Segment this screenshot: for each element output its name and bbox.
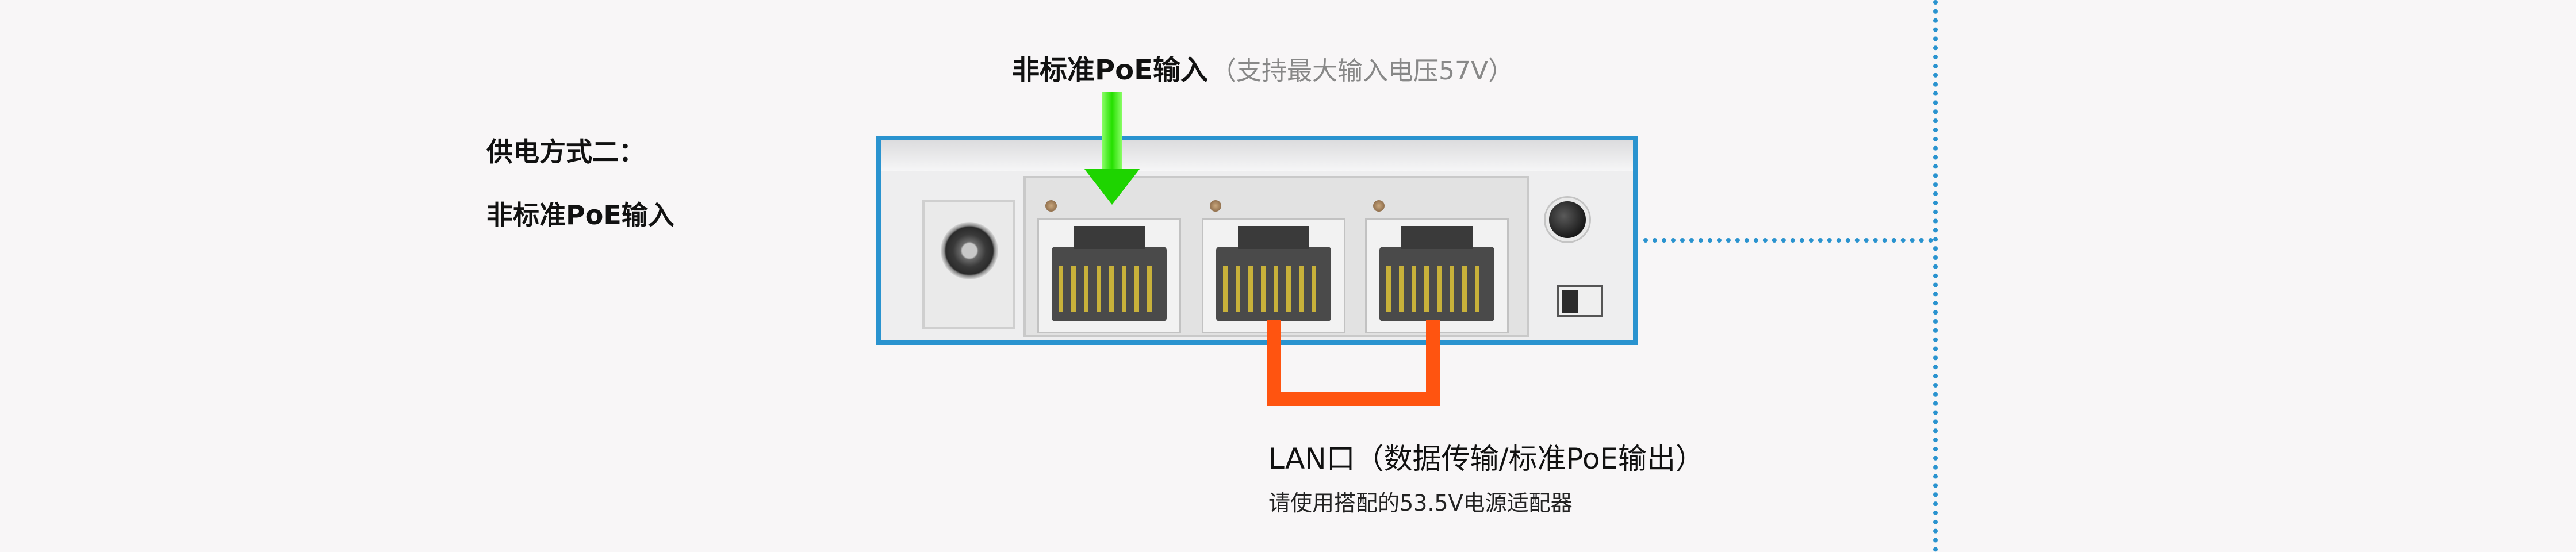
dc-power-port — [922, 200, 1015, 329]
left-label: 供电方式二： 非标准PoE输入 — [486, 131, 674, 232]
ethernet-pins-icon — [1223, 266, 1324, 312]
vertical-dotted-divider — [1933, 0, 1938, 552]
green-arrow-down-icon — [1084, 169, 1140, 205]
device-top-edge — [881, 140, 1633, 171]
port-led-icon — [1210, 200, 1221, 212]
reset-button-icon — [1546, 198, 1589, 241]
slide-switch-icon — [1557, 285, 1603, 317]
ethernet-port-notch — [1074, 226, 1145, 249]
orange-connector-left — [1267, 320, 1281, 406]
ethernet-port-notch — [1238, 226, 1309, 249]
orange-connector-bottom — [1267, 392, 1440, 406]
port-led-icon — [1373, 200, 1385, 212]
dc-jack-icon — [941, 222, 998, 279]
power-mode-title: 供电方式二： — [486, 136, 645, 167]
poe-input-title: 非标准PoE输入 — [1012, 54, 1208, 86]
poe-input-note: （支持最大输入电压57V） — [1211, 56, 1514, 86]
bottom-label: LAN口（数据传输/标准PoE输出） 请使用搭配的53.5V电源适配器 — [1268, 436, 1704, 517]
ethernet-pins-icon — [1386, 266, 1488, 312]
router-back-panel — [876, 136, 1638, 345]
ethernet-port-2 — [1202, 218, 1346, 334]
green-arrow-shaft — [1102, 92, 1122, 172]
lan-port-title: LAN口（数据传输/标准PoE输出） — [1268, 442, 1705, 476]
power-mode-subtitle: 非标准PoE输入 — [486, 200, 674, 231]
orange-connector-right — [1426, 320, 1440, 406]
port-led-icon — [1045, 200, 1057, 212]
ethernet-port-3 — [1365, 218, 1509, 334]
lan-port-note: 请使用搭配的53.5V电源适配器 — [1268, 490, 1573, 516]
ethernet-pins-icon — [1059, 266, 1160, 312]
slide-switch-knob — [1562, 290, 1578, 313]
ethernet-port-panel — [1023, 176, 1529, 337]
horizontal-dotted-connector — [1643, 238, 1933, 243]
top-label: 非标准PoE输入 （支持最大输入电压57V） — [1012, 47, 1513, 87]
ethernet-port-notch — [1401, 226, 1473, 249]
ethernet-port-1 — [1037, 218, 1181, 334]
